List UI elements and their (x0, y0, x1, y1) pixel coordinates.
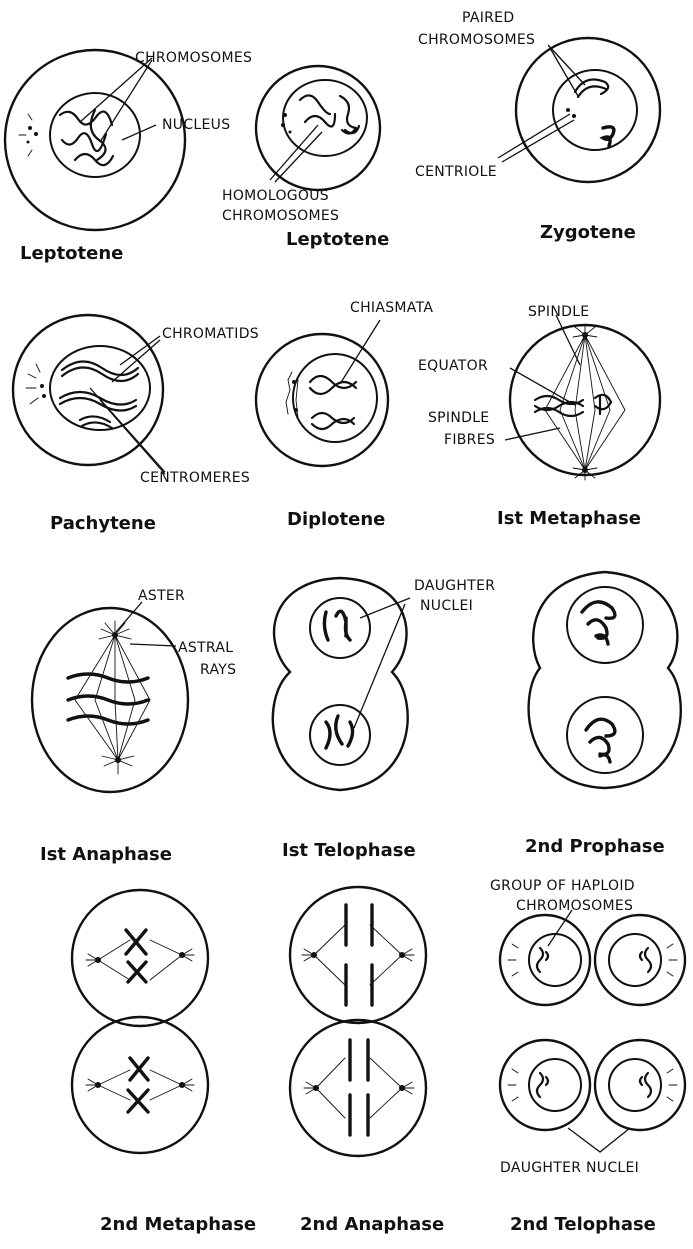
label-spindle-fibres-1: SPINDLE (428, 410, 489, 426)
label-chromosomes: CHROMOSOMES (135, 50, 252, 66)
label-nucleus: NUCLEUS (162, 117, 230, 133)
caption-telophase2: 2nd Telophase (510, 1214, 656, 1235)
label-paired-2: CHROMOSOMES (418, 32, 535, 48)
label-centromeres: CENTROMERES (140, 470, 250, 486)
label-group-haploid-1: GROUP OF HAPLOID (490, 878, 635, 894)
caption-pachytene: Pachytene (50, 513, 156, 534)
label-chiasmata: CHIASMATA (350, 300, 433, 316)
leptotene-a-cell (5, 50, 185, 230)
caption-metaphase1: Ist Metaphase (497, 508, 641, 529)
caption-leptotene-a: Leptotene (20, 243, 123, 264)
telophase1-cell (273, 578, 410, 790)
label-homologous-1: HOMOLOGOUS (222, 188, 329, 204)
anaphase2-cell (290, 887, 426, 1156)
metaphase1-cell (505, 315, 660, 480)
diplotene-cell (256, 320, 388, 466)
caption-leptotene-b: Leptotene (286, 229, 389, 250)
caption-zygotene: Zygotene (540, 222, 636, 243)
label-daughter-nuclei-1: DAUGHTER (414, 578, 495, 594)
label-chromatids: CHROMATIDS (162, 326, 259, 342)
metaphase2-cell (72, 890, 208, 1153)
label-homologous-2: CHROMOSOMES (222, 208, 339, 224)
label-aster: ASTER (138, 588, 185, 604)
caption-diplotene: Diplotene (287, 509, 385, 530)
zygotene-cell (498, 38, 660, 182)
caption-anaphase1: Ist Anaphase (40, 844, 172, 865)
caption-prophase2: 2nd Prophase (525, 836, 665, 857)
label-equator: EQUATOR (418, 358, 488, 374)
caption-telophase1: Ist Telophase (282, 840, 416, 861)
telophase2-cell (500, 910, 685, 1152)
label-astral-2: RAYS (200, 662, 236, 678)
label-spindle-fibres-2: FIBRES (444, 432, 495, 448)
caption-metaphase2: 2nd Metaphase (100, 1214, 256, 1235)
label-centriole: CENTRIOLE (415, 164, 497, 180)
prophase2-cell (529, 572, 681, 788)
pachytene-cell (13, 315, 165, 474)
label-astral-1: ASTRAL (178, 640, 233, 656)
label-spindle: SPINDLE (528, 304, 589, 320)
label-daughter-nuclei-2: NUCLEI (420, 598, 473, 614)
leptotene-b-cell (256, 66, 380, 190)
anaphase1-cell (32, 602, 188, 792)
caption-anaphase2: 2nd Anaphase (300, 1214, 444, 1235)
label-group-haploid-2: CHROMOSOMES (516, 898, 633, 914)
label-paired-1: PAIRED (462, 10, 514, 26)
label-daughter-nuclei-2nd: DAUGHTER NUCLEI (500, 1160, 639, 1176)
